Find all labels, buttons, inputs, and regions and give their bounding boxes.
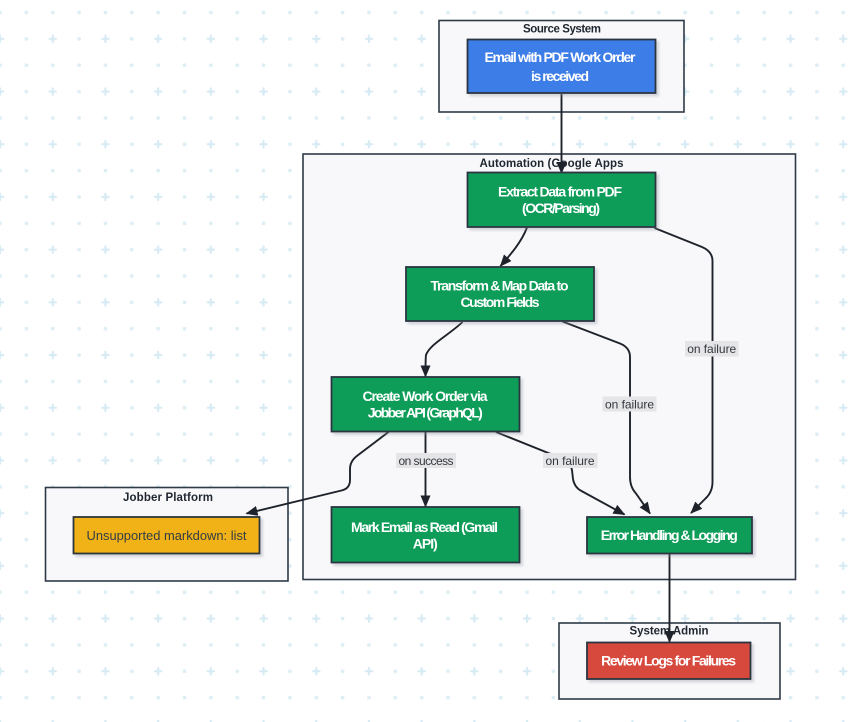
svg-text:Mark Email as Read (Gmail: Mark Email as Read (Gmail (351, 519, 498, 535)
svg-text:on failure: on failure (687, 342, 736, 356)
svg-text:Review Logs for Failures: Review Logs for Failures (601, 652, 736, 668)
svg-text:Jobber Platform: Jobber Platform (123, 492, 213, 504)
svg-text:Extract Data from PDF: Extract Data from PDF (498, 184, 622, 200)
svg-text:is received: is received (531, 68, 589, 84)
svg-text:(OCR/Parsing): (OCR/Parsing) (522, 200, 600, 216)
svg-text:on failure: on failure (605, 397, 654, 411)
svg-text:Error Handling & Logging: Error Handling & Logging (601, 527, 738, 543)
svg-text:Create Work Order via: Create Work Order via (363, 388, 488, 404)
svg-text:Jobber API (GraphQL): Jobber API (GraphQL) (368, 405, 483, 421)
svg-text:Source System: Source System (523, 24, 601, 36)
svg-text:API): API) (413, 536, 438, 552)
svg-text:Email with PDF Work Order: Email with PDF Work Order (485, 49, 637, 65)
svg-text:Automation (Google Apps: Automation (Google Apps (480, 158, 624, 170)
svg-text:Unsupported markdown: list: Unsupported markdown: list (87, 528, 247, 543)
svg-text:on failure: on failure (546, 454, 595, 468)
svg-text:on success: on success (399, 454, 454, 468)
svg-text:Transform & Map Data to: Transform & Map Data to (431, 278, 569, 294)
svg-text:Custom Fields: Custom Fields (461, 294, 540, 310)
